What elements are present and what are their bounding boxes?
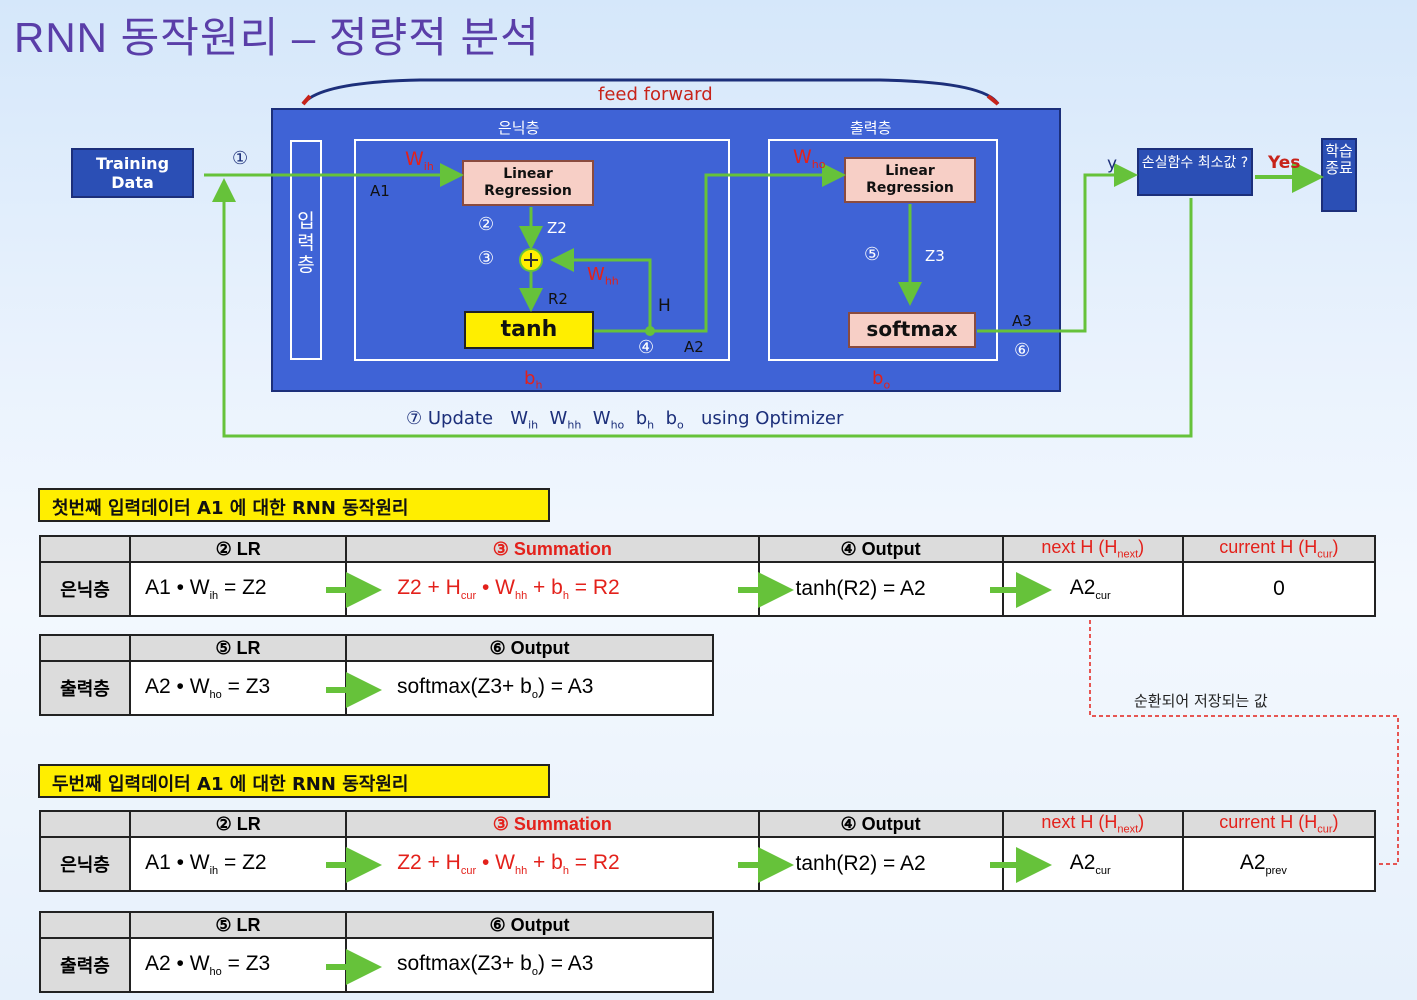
step-5-marker: ⑤ — [864, 244, 881, 265]
loss-check-box: 손실함수 최소값 ? — [1137, 148, 1253, 196]
section2-banner: 두번째 입력데이터 A1 에 대한 RNN 동작원리 — [38, 764, 550, 798]
step-6-marker: ⑥ — [1014, 340, 1031, 361]
step-3-marker: ③ — [478, 248, 495, 269]
col-summation: ③ Summation — [345, 535, 760, 563]
col-out-lr: ⑤ LR — [129, 911, 347, 939]
output-equation: tanh(R2) = A2 — [757, 836, 1004, 892]
input-layer-panel — [290, 140, 322, 360]
z2-label: Z2 — [547, 219, 567, 237]
update-caption: ⑦ Update Wih Whh Who bh bo using Optimiz… — [406, 408, 844, 432]
recurrent-note: 순환되어 저장되는 값 — [1134, 692, 1268, 710]
col-output: ④ Output — [757, 810, 1004, 838]
softmax-equation: softmax(Z3+ bo) = A3 — [345, 937, 714, 993]
col-output: ④ Output — [757, 535, 1004, 563]
summation-equation: Z2 + Hcur • Whh + bh = R2 — [345, 561, 760, 617]
out-lr-equation: A2 • Who = Z3 — [129, 937, 347, 993]
hidden-layer-panel — [354, 139, 730, 361]
page-title: RNN 동작원리 – 정량적 분석 — [14, 14, 540, 61]
training-data-box: Training Data — [71, 148, 194, 198]
b-h-label: bh — [524, 368, 543, 392]
output-layer-panel — [768, 139, 998, 361]
w-hh-label: Whh — [587, 264, 619, 288]
hidden-linear-regression-box: Linear Regression — [462, 160, 594, 206]
step-2-marker: ② — [478, 214, 495, 235]
input-layer-label: 입력층 — [297, 210, 315, 276]
col-lr: ② LR — [129, 810, 348, 838]
row-hidden-label: 은닉층 — [38, 836, 132, 892]
b-o-label: bo — [872, 368, 891, 392]
col-next-h: next H (Hnext) — [1001, 535, 1184, 563]
w-ih-label: Wih — [405, 148, 434, 173]
softmax-box: softmax — [848, 312, 976, 348]
output-layer-label: 출력층 — [850, 119, 892, 137]
col-out-output: ⑥ Output — [345, 911, 714, 939]
col-out-output: ⑥ Output — [345, 634, 714, 662]
out-lr-equation: A2 • Who = Z3 — [129, 660, 347, 716]
col-current-h: current H (Hcur) — [1181, 535, 1377, 563]
r2-label: R2 — [548, 290, 568, 308]
y-label: y — [1107, 154, 1118, 174]
section1-banner: 첫번째 입력데이터 A1 에 대한 RNN 동작원리 — [38, 488, 550, 522]
lr-equation: A1 • Wih = Z2 — [129, 836, 348, 892]
z3-label: Z3 — [925, 247, 945, 265]
a2-label: A2 — [684, 338, 704, 356]
yes-label: Yes — [1268, 153, 1301, 173]
step-4-marker: ④ — [638, 337, 655, 358]
a1-label: A1 — [370, 182, 390, 200]
current-h-value: 0 — [1181, 561, 1377, 617]
learning-end-box: 학습종료 — [1321, 138, 1357, 212]
a3-label: A3 — [1012, 312, 1032, 330]
col-next-h: next H (Hnext) — [1001, 810, 1184, 838]
h-label: H — [658, 296, 671, 316]
step-1-marker: ① — [232, 148, 249, 169]
col-lr: ② LR — [129, 535, 348, 563]
row-hidden-label: 은닉층 — [38, 561, 132, 617]
section2-hidden-table: ② LR ③ Summation ④ Output next H (Hnext)… — [38, 810, 1377, 892]
section1-output-table: ⑤ LR ⑥ Output 출력층 A2 • Who = Z3 softmax(… — [39, 634, 714, 716]
current-h-value: A2prev — [1181, 836, 1377, 892]
col-current-h: current H (Hcur) — [1181, 810, 1377, 838]
row-output-label: 출력층 — [39, 660, 131, 716]
lr-equation: A1 • Wih = Z2 — [129, 561, 348, 617]
tanh-box: tanh — [464, 311, 594, 349]
output-equation: tanh(R2) = A2 — [757, 561, 1004, 617]
softmax-equation: softmax(Z3+ bo) = A3 — [345, 660, 714, 716]
row-output-label: 출력층 — [39, 937, 131, 993]
hidden-layer-label: 은닉층 — [498, 119, 540, 137]
col-out-lr: ⑤ LR — [129, 634, 347, 662]
feed-forward-label: feed forward — [598, 84, 713, 105]
w-ho-label: Who — [793, 146, 826, 171]
col-summation: ③ Summation — [345, 810, 760, 838]
